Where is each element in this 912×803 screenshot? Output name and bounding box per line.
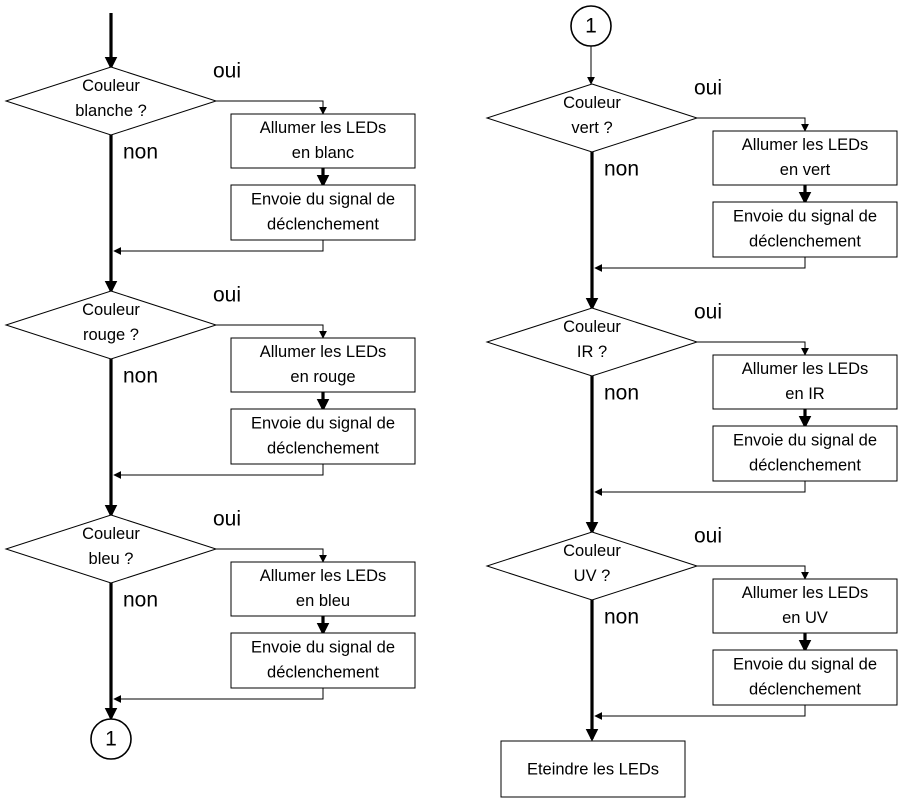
merge-arrow: [113, 240, 324, 255]
action-text: en vert: [780, 161, 831, 179]
decision-text: Couleur: [82, 301, 140, 319]
yes-label: oui: [694, 301, 722, 324]
yes-arrow: [216, 324, 327, 339]
signal-text: déclenchement: [267, 215, 379, 233]
decision-diamond: [4, 514, 218, 584]
no-label: non: [604, 158, 639, 181]
edges: [104, 13, 812, 742]
action-text: en bleu: [296, 592, 350, 610]
connector-circle-in: [570, 5, 612, 47]
signal-text: déclenchement: [267, 663, 379, 681]
action-text: en UV: [782, 609, 828, 627]
decision-text: Couleur: [563, 94, 621, 112]
action-text: Allumer les LEDs: [742, 584, 869, 602]
decision-text: Couleur: [563, 318, 621, 336]
signal-box: [712, 649, 898, 706]
yes-label: oui: [694, 77, 722, 100]
signal-text: Envoie du signal de: [733, 431, 877, 449]
yes-arrow: [216, 100, 327, 115]
end-box-text: Eteindre les LEDs: [527, 760, 659, 778]
action-text: Allumer les LEDs: [742, 136, 869, 154]
no-label: non: [123, 365, 158, 388]
signal-text: déclenchement: [267, 439, 379, 457]
yes-arrow: [697, 565, 809, 580]
signal-text: Envoie du signal de: [733, 207, 877, 225]
no-label: non: [604, 382, 639, 405]
no-label: non: [123, 141, 158, 164]
action-text: Allumer les LEDs: [260, 567, 387, 585]
merge-arrow: [113, 688, 324, 703]
action-box: [712, 130, 898, 186]
decision-text: Couleur: [563, 542, 621, 560]
decision-diamond: [485, 531, 699, 601]
decision-diamond: [485, 307, 699, 377]
action-box: [712, 354, 898, 410]
action-box: [230, 113, 416, 169]
decision-text: rouge ?: [83, 326, 139, 344]
action-box: [230, 561, 416, 617]
no-label: non: [123, 589, 158, 612]
decision-text: vert ?: [571, 119, 612, 137]
action-text: Allumer les LEDs: [260, 343, 387, 361]
action-box: [712, 578, 898, 634]
action-text: en IR: [785, 385, 825, 403]
action-text: Allumer les LEDs: [742, 360, 869, 378]
no-label: non: [604, 606, 639, 629]
action-text: Allumer les LEDs: [260, 119, 387, 137]
decision-text: IR ?: [577, 343, 607, 361]
decision-diamond: [4, 66, 218, 136]
connector-label-out: 1: [105, 728, 117, 751]
signal-box: [712, 201, 898, 258]
end-box: [500, 740, 686, 798]
decision-text: UV ?: [574, 567, 611, 585]
signal-box: [230, 408, 416, 465]
merge-arrow: [594, 705, 806, 720]
action-text: en blanc: [292, 144, 354, 162]
signal-text: Envoie du signal de: [251, 190, 395, 208]
decision-diamond: [4, 290, 218, 360]
signal-text: Envoie du signal de: [251, 638, 395, 656]
decision-text: Couleur: [82, 525, 140, 543]
action-text: en rouge: [290, 368, 355, 386]
decision-text: bleu ?: [89, 550, 134, 568]
yes-arrow: [216, 548, 327, 563]
merge-arrow: [594, 257, 806, 272]
yes-label: oui: [213, 60, 241, 83]
merge-arrow: [113, 464, 324, 479]
connector-label-in: 1: [585, 15, 597, 38]
connector-circle-out: [90, 718, 132, 760]
yes-label: oui: [213, 508, 241, 531]
signal-text: Envoie du signal de: [251, 414, 395, 432]
signal-box: [230, 632, 416, 689]
signal-box: [712, 425, 898, 482]
action-box: [230, 337, 416, 393]
decision-diamond: [485, 83, 699, 153]
signal-text: déclenchement: [749, 680, 861, 698]
signal-text: Envoie du signal de: [733, 655, 877, 673]
yes-arrow: [697, 117, 809, 132]
signal-box: [230, 184, 416, 241]
signal-text: déclenchement: [749, 232, 861, 250]
decision-text: Couleur: [82, 77, 140, 95]
merge-arrow: [594, 481, 806, 496]
yes-label: oui: [694, 525, 722, 548]
decision-text: blanche ?: [75, 102, 147, 120]
yes-arrow: [697, 341, 809, 356]
yes-label: oui: [213, 284, 241, 307]
signal-text: déclenchement: [749, 456, 861, 474]
